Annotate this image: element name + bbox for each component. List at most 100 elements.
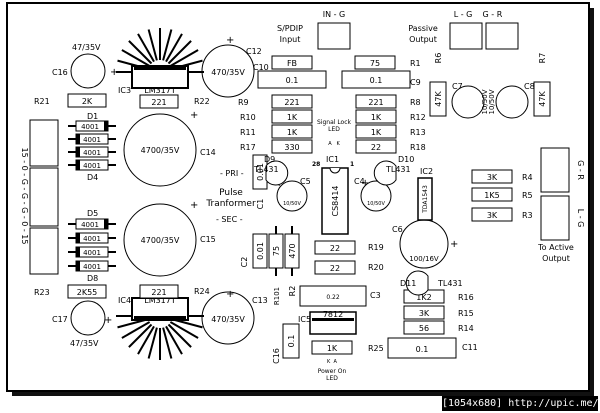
svg-text:R20: R20 — [368, 263, 384, 272]
svg-text:R16: R16 — [458, 293, 474, 302]
capacitor-c11: 0.1 C11 — [387, 337, 478, 359]
capacitor-c3: 0.22 C3 — [299, 285, 381, 307]
svg-text:330: 330 — [284, 143, 299, 152]
resistor-r15: 3K R15 — [403, 305, 474, 320]
svg-text:47/35V: 47/35V — [72, 43, 101, 52]
svg-text:0.1: 0.1 — [370, 76, 383, 85]
svg-text:To Active: To Active — [537, 243, 574, 252]
svg-text:R25: R25 — [368, 344, 384, 353]
svg-text:IC5: IC5 — [298, 315, 311, 324]
capacitor-c17: 47/35V C17 + — [52, 300, 112, 348]
svg-text:+: + — [361, 178, 369, 189]
svg-text:R21: R21 — [34, 97, 50, 106]
resistor-r14: 56 R14 — [403, 320, 474, 335]
svg-text:R24: R24 — [194, 287, 210, 296]
svg-text:Output: Output — [409, 35, 437, 44]
diode-d6: 4001 — [75, 232, 109, 244]
diode-d7: 4001 — [75, 246, 109, 258]
svg-text:R12: R12 — [410, 113, 426, 122]
svg-text:R6: R6 — [434, 53, 443, 64]
svg-text:- PRI -: - PRI - — [220, 169, 244, 178]
connector-active-output: G - R L - G To Active Output — [537, 147, 585, 263]
resistor-r19: 22 R19 — [314, 240, 384, 255]
svg-text:R10: R10 — [240, 113, 256, 122]
led-signal-lock: Signal Lock LED A K — [317, 119, 352, 147]
heatsink-fin — [128, 323, 153, 348]
heatsink-fin — [165, 325, 183, 355]
svg-text:C6: C6 — [392, 225, 403, 234]
svg-text:3K: 3K — [487, 211, 498, 220]
ferrite-bead-fb: FB — [271, 55, 313, 70]
heatsink-fin — [167, 323, 192, 348]
svg-text:R15: R15 — [458, 309, 474, 318]
svg-text:LM317T: LM317T — [144, 296, 176, 305]
svg-text:3K: 3K — [419, 309, 430, 318]
svg-text:R101: R101 — [273, 287, 281, 305]
svg-text:C16: C16 — [272, 348, 281, 364]
svg-text:Passive: Passive — [408, 24, 438, 33]
svg-text:LED: LED — [326, 375, 338, 382]
resistor-r9: 221 R9 — [238, 94, 313, 109]
capacitor-c4: 10/50V C4 + — [354, 177, 392, 212]
svg-text:C16: C16 — [52, 68, 68, 77]
regulator-ic4: IC4 LM317T — [116, 296, 204, 360]
capacitor-c7: C7 10/50V — [451, 82, 496, 119]
svg-text:C12: C12 — [246, 47, 262, 56]
svg-text:R18: R18 — [410, 143, 426, 152]
svg-text:C15: C15 — [200, 235, 216, 244]
reference-d10: D10 TL431 — [373, 155, 414, 186]
svg-text:22: 22 — [371, 143, 381, 152]
resistor-r5: 1K5 R5 — [471, 187, 533, 202]
resistor-r8: 221 R8 — [355, 94, 421, 109]
svg-text:R7: R7 — [538, 53, 547, 64]
svg-text:3K: 3K — [487, 173, 498, 182]
svg-text:28: 28 — [312, 161, 320, 168]
resistor-r23: 2K55 R23 — [34, 284, 107, 299]
svg-text:100/16V: 100/16V — [409, 255, 439, 263]
reference-d11: D11 TL431 — [400, 270, 463, 296]
svg-text:D8: D8 — [87, 274, 98, 283]
svg-text:47K: 47K — [434, 91, 443, 107]
heatsink-fin — [137, 33, 155, 63]
svg-text:S/PDIP: S/PDIP — [277, 24, 303, 33]
svg-text:10/50V: 10/50V — [488, 89, 496, 114]
svg-text:56: 56 — [419, 324, 429, 333]
svg-text:R17: R17 — [240, 143, 256, 152]
svg-text:R19: R19 — [368, 243, 384, 252]
svg-text:R1: R1 — [410, 59, 421, 68]
svg-text:C1: C1 — [256, 199, 265, 210]
svg-text:CS8414: CS8414 — [331, 185, 340, 216]
svg-text:1K: 1K — [287, 113, 298, 122]
svg-text:+: + — [190, 110, 198, 121]
svg-text:C14: C14 — [200, 148, 216, 157]
resistor-r2: 470 R2 — [284, 226, 300, 296]
svg-text:1K: 1K — [371, 128, 382, 137]
svg-text:0.01: 0.01 — [256, 163, 265, 181]
heatsink-fin — [147, 29, 158, 61]
svg-text:Signal Lock: Signal Lock — [317, 119, 352, 126]
pulse-transformer: - PRI - Pulse Tranformer - SEC - — [205, 169, 256, 224]
capacitor-c14: 4700/35V C14 + — [123, 110, 216, 187]
svg-text:47K: 47K — [538, 91, 547, 107]
capacitor-c16-film: 0.1 C16 — [272, 323, 300, 364]
svg-text:4700/35V: 4700/35V — [141, 146, 180, 155]
svg-text:2K55: 2K55 — [77, 288, 98, 297]
capacitor-c9: 0.1 C9 — [341, 70, 421, 89]
capacitor-c15: 4700/35V C15 + — [123, 200, 216, 277]
svg-text:7812: 7812 — [323, 310, 343, 319]
svg-text:+: + — [226, 35, 234, 46]
svg-text:4001: 4001 — [83, 235, 101, 243]
svg-text:TDA1543: TDA1543 — [422, 185, 429, 214]
heatsink-fin — [169, 49, 199, 67]
capacitor-c13: 470/35V C13 + — [201, 289, 268, 345]
svg-text:10/50V: 10/50V — [283, 201, 301, 207]
heatsink-fin — [169, 321, 199, 339]
heatsink-fin — [165, 33, 183, 63]
svg-text:Input: Input — [280, 35, 301, 44]
svg-text:IC3: IC3 — [118, 86, 131, 95]
svg-text:221: 221 — [368, 98, 383, 107]
svg-text:C7: C7 — [452, 82, 463, 91]
resistor-r6: 47K R6 — [429, 53, 447, 117]
svg-text:D10: D10 — [398, 155, 414, 164]
svg-text:FB: FB — [287, 59, 297, 68]
